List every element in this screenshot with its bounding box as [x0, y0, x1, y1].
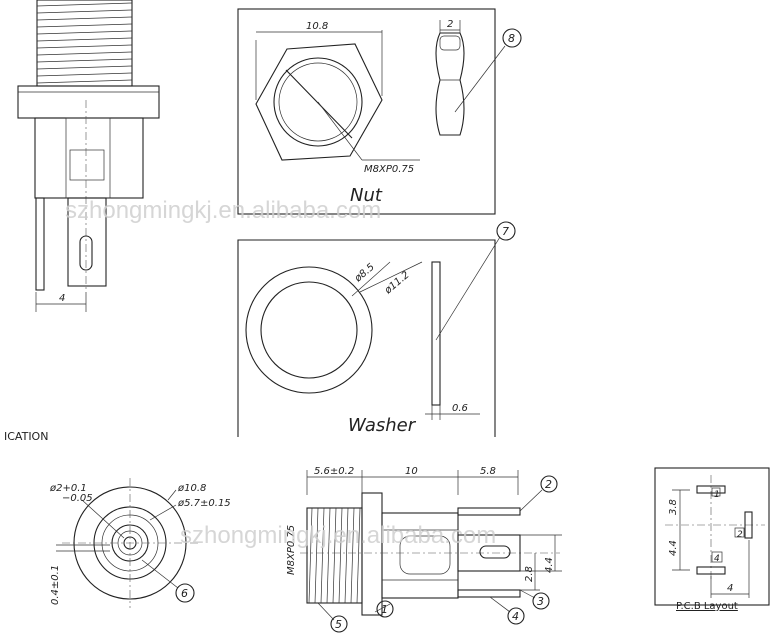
front-offset-dim: 0.4±0.1: [50, 565, 61, 605]
washer-thickness-dim: 0.6: [452, 403, 468, 414]
terminal-top: [457, 507, 521, 516]
svg-text:1: 1: [714, 490, 720, 500]
front-pin-dia: ø2+0.1: [49, 483, 87, 494]
svg-text:2: 2: [737, 530, 743, 540]
svg-text:8: 8: [508, 32, 515, 45]
side-dim-e: 4.4: [544, 557, 555, 573]
svg-text:4: 4: [512, 610, 519, 623]
pcb-pad-top: [696, 485, 726, 494]
nut-side-profile: [435, 32, 465, 136]
washer-inner: [260, 281, 358, 379]
callout-7: [496, 221, 516, 241]
washer-title: Washer: [348, 415, 417, 436]
pcb-layout: 1 2 4 3.8 4.4 4 P.C.B Layout: [654, 467, 770, 612]
washer-view: 0.6 ø8.5 ø11.2 7 Washer: [237, 221, 516, 437]
nut-title: Nut: [350, 185, 383, 206]
washer-outer: [245, 266, 373, 394]
terminal-middle: [457, 534, 521, 572]
svg-text:2: 2: [545, 478, 552, 491]
side-flange: [361, 492, 383, 616]
callout-2: [540, 475, 558, 493]
washer-inner-dia: ø8.5: [352, 262, 377, 285]
front-outer-dia: ø10.8: [177, 483, 206, 494]
side-dim-b: 10: [405, 466, 418, 477]
pcb-dim-width: 4: [727, 583, 733, 594]
hex-nut: [255, 43, 383, 161]
nut-width-dim: 10.8: [306, 21, 328, 32]
terminal-bottom: [457, 589, 521, 598]
svg-text:6: 6: [181, 587, 188, 600]
pcb-pad-right: [744, 511, 753, 539]
front-view: ø2+0.1 −0.05 ø10.8 ø5.7±0.15 0.4±0.1 6: [49, 478, 231, 608]
partial-side-dim: 4: [59, 293, 65, 304]
watermark-top: szhongmingkj.en.alibaba.com: [65, 197, 381, 224]
cut-off-label: ICATION: [4, 430, 48, 443]
side-dim-a: 5.6±0.2: [314, 466, 354, 477]
nut-view: 10.8 M8XP0.75 2 8 Nut: [237, 8, 522, 215]
svg-text:1: 1: [381, 603, 388, 616]
front-inner-dia: ø5.7±0.15: [177, 498, 231, 509]
watermark-bottom: szhongmingkj.en.alibaba.com: [180, 522, 496, 549]
washer-frame: [237, 239, 496, 437]
svg-text:7: 7: [502, 225, 509, 238]
partial-side-view: 4 ICATION: [4, 0, 160, 443]
side-view: 5.6±0.2 10 5.8 M8XP0.75 2.8 4.: [286, 466, 562, 633]
svg-text:4: 4: [714, 554, 720, 564]
front-pin-tol: −0.05: [62, 493, 93, 504]
pcb-frame: [654, 467, 770, 606]
side-dim-c: 5.8: [480, 466, 496, 477]
callout-6: [175, 583, 195, 603]
callout-3: [532, 592, 550, 610]
pcb-pad-bottom: [696, 566, 726, 575]
washer-side: [431, 261, 441, 406]
side-dim-d: 2.8: [524, 566, 535, 582]
nut-frame: [237, 8, 496, 215]
callout-8: [502, 28, 522, 48]
side-thread-label: M8XP0.75: [286, 525, 297, 575]
pcb-dim-top: 3.8: [668, 499, 679, 515]
nut-thickness-dim: 2: [447, 19, 453, 30]
callout-1: [376, 600, 394, 618]
svg-text:3: 3: [537, 595, 544, 608]
callout-5: [330, 615, 348, 633]
callout-4: [507, 607, 525, 625]
pcb-dim-bottom: 4.4: [668, 540, 679, 556]
pcb-title: P.C.B Layout: [676, 601, 738, 612]
washer-outer-dia: ø11.2: [382, 270, 412, 297]
svg-text:5: 5: [335, 618, 342, 631]
nut-thread-label: M8XP0.75: [364, 164, 414, 175]
